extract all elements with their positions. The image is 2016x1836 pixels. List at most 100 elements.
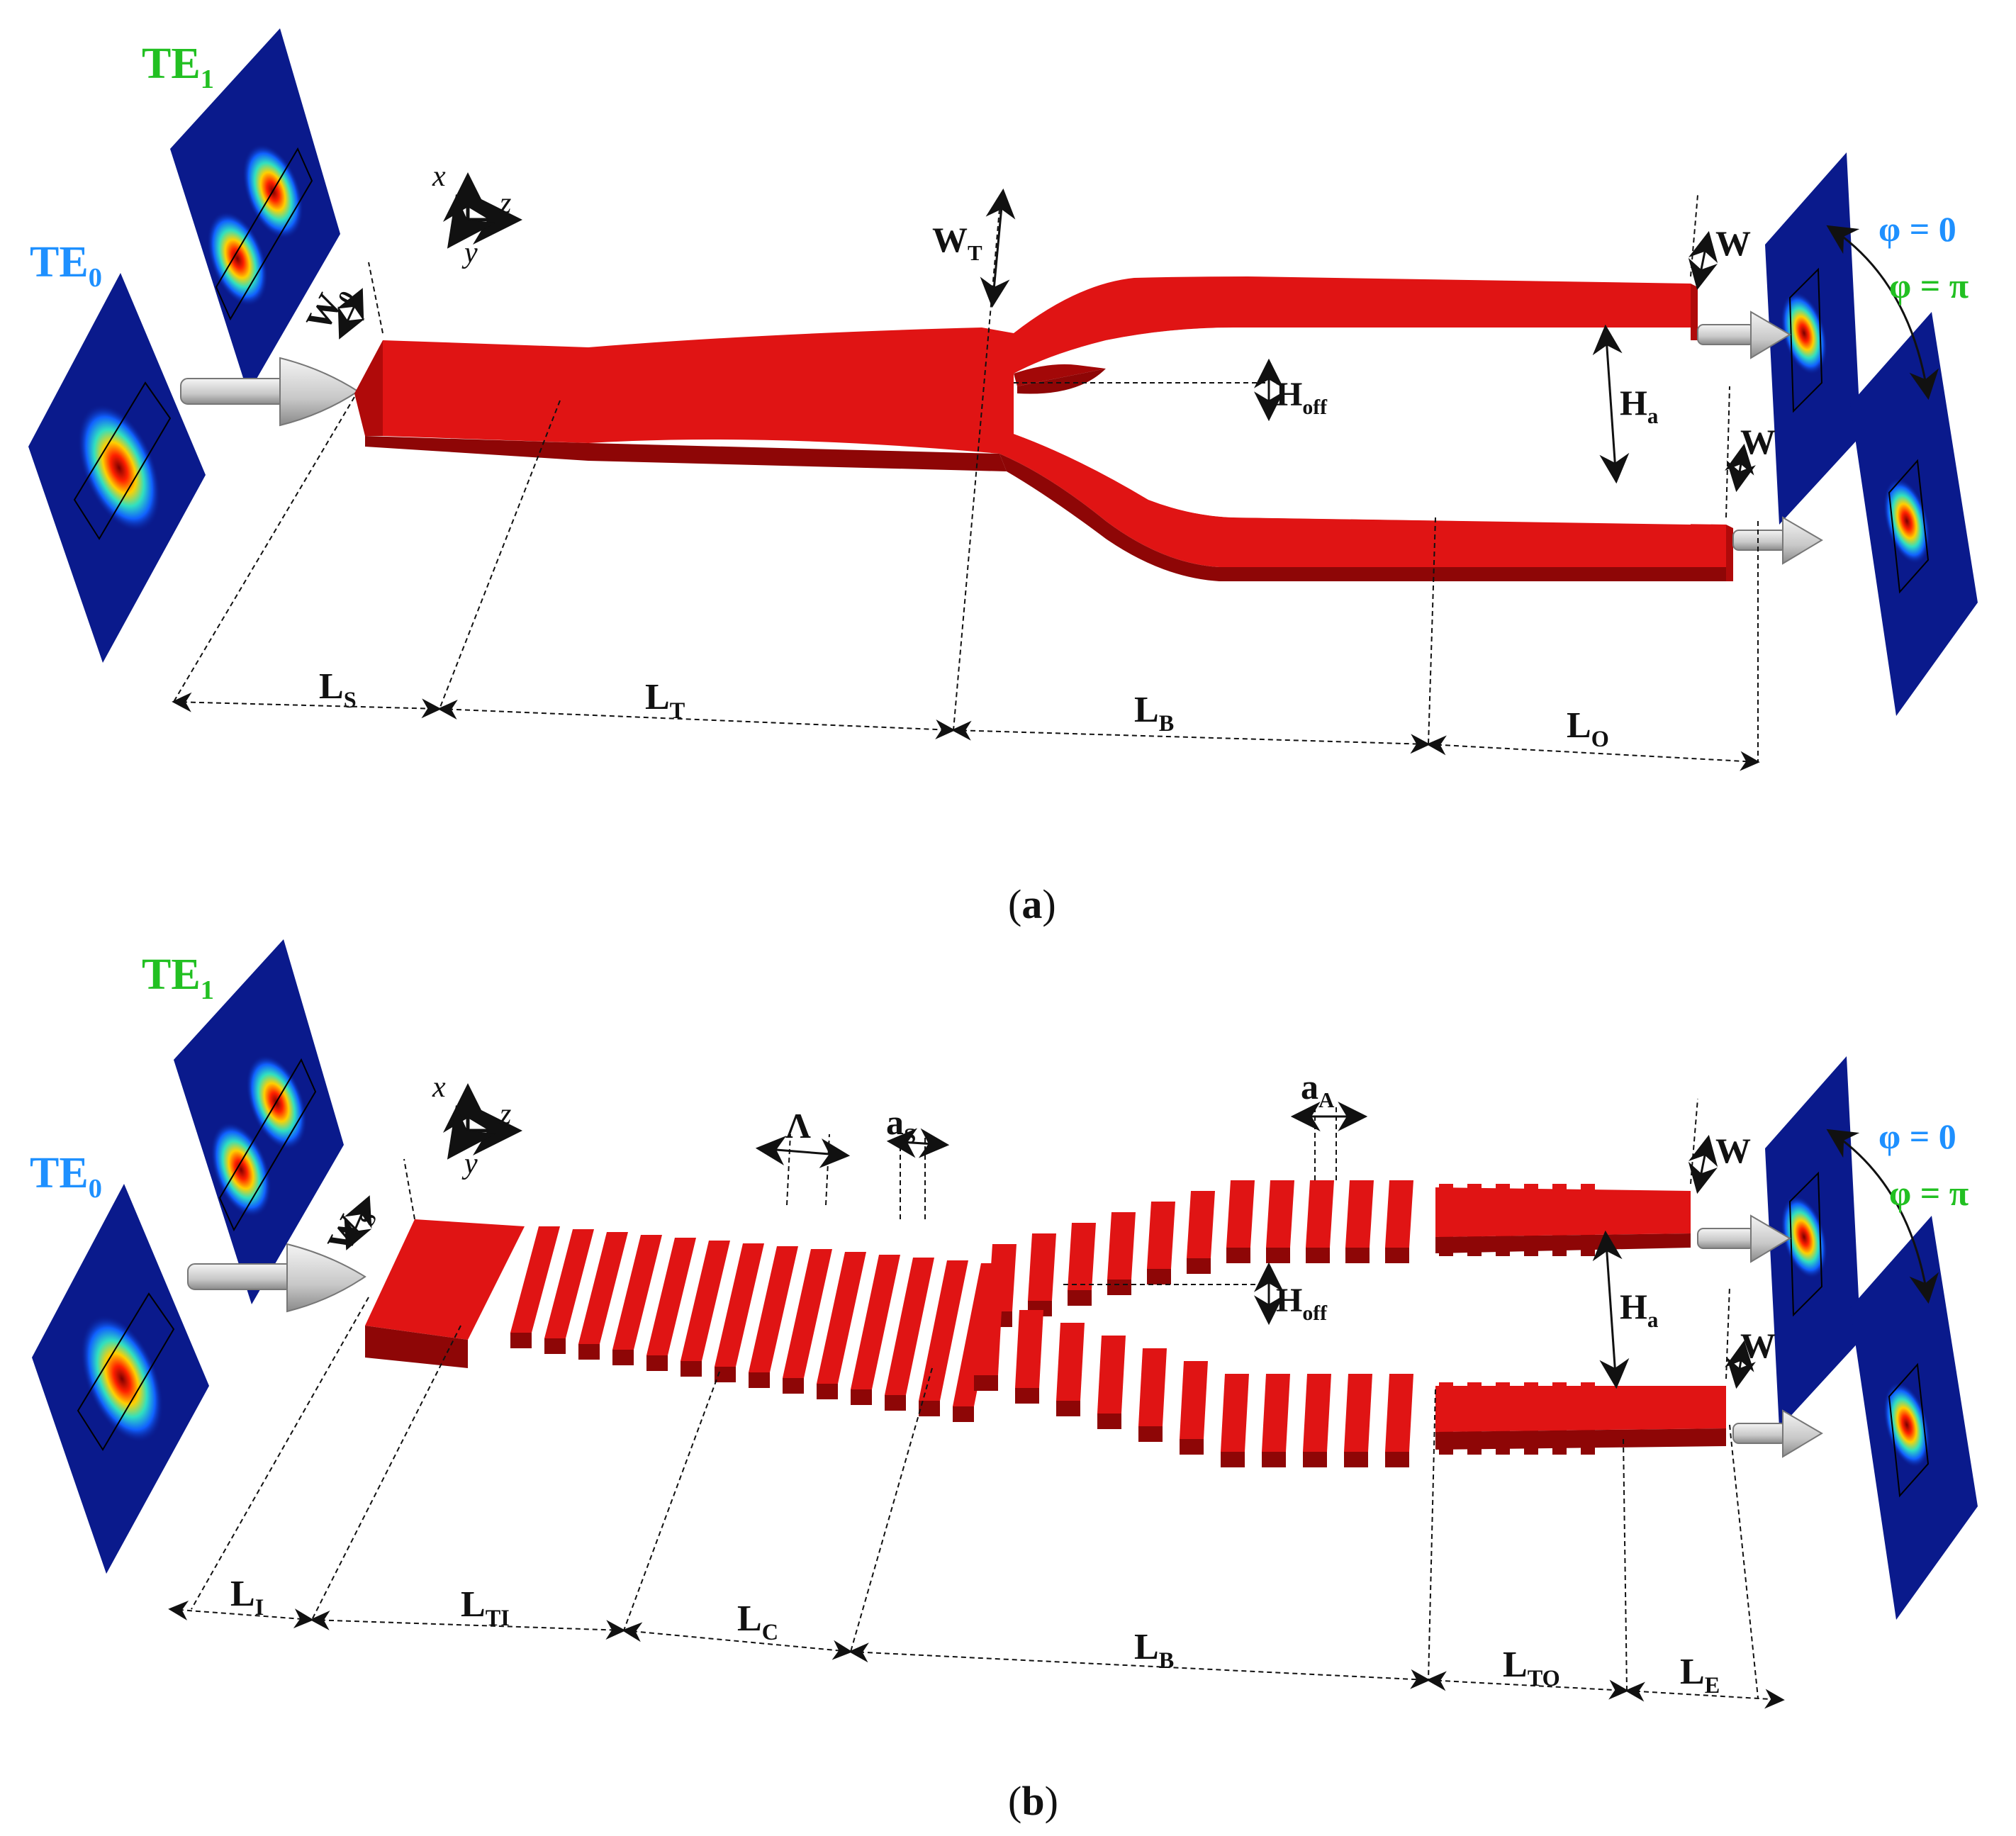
grating-segment-side (1385, 1248, 1409, 1263)
grating-segment-side (681, 1361, 702, 1377)
grating-segment-side (1303, 1452, 1327, 1467)
wt-label-a: WT (932, 220, 982, 265)
output-bottom-field-plot-a (1850, 312, 1978, 716)
grating-segment (1345, 1180, 1374, 1248)
grating-segments-a-region (510, 1180, 1595, 1467)
grating-segment (1147, 1202, 1175, 1269)
subwavelength-grating-waveguide-b (365, 1180, 1726, 1467)
hoff-label-b: Hoff (1276, 1282, 1328, 1325)
phase-zero-label-b: φ = 0 (1878, 1116, 1956, 1156)
grating-segment-side (1107, 1280, 1131, 1295)
grating-segment (612, 1235, 662, 1350)
input-arrow-b (187, 1243, 366, 1313)
grating-segment-side (1147, 1269, 1171, 1284)
width-arrows-a (337, 188, 1939, 493)
caption-a: (a) (1008, 881, 1056, 927)
length-arrows-a (172, 692, 1760, 771)
grating-segment-side (1221, 1452, 1245, 1467)
phase-pi-label-b: φ = π (1889, 1173, 1969, 1213)
length-labels-a: LS LT LB LO (319, 666, 1609, 751)
grating-segment (974, 1297, 1002, 1375)
w-bottom-label-b: W (1740, 1326, 1776, 1365)
grating-segment (1187, 1191, 1215, 1258)
grating-segment (851, 1255, 900, 1389)
grating-segment (681, 1241, 730, 1361)
grating-segment-side (1015, 1388, 1039, 1404)
te1-input-field-plot-b (174, 939, 344, 1304)
grating-segment-side (715, 1367, 736, 1382)
length-label: LTO (1503, 1645, 1560, 1691)
hoff-label-a: Hoff (1276, 376, 1328, 419)
length-label: LB (1134, 690, 1174, 736)
grating-segment (988, 1244, 1017, 1311)
grating-segment (1107, 1212, 1136, 1280)
grating-segment (1068, 1223, 1096, 1290)
grating-segment (1056, 1323, 1085, 1401)
grating-segment (1138, 1348, 1167, 1426)
te0-input-field-plot-a (28, 273, 206, 663)
panel-b: x z y (30, 939, 1978, 1824)
grating-segment (1303, 1374, 1331, 1452)
output-arrow-bottom-a (1732, 516, 1823, 565)
grating-segment (783, 1249, 832, 1378)
grating-segment (817, 1252, 866, 1384)
dimension-lines-b (191, 1098, 1759, 1698)
grating-segment (1266, 1180, 1294, 1248)
grating-segment-side (919, 1401, 940, 1416)
ha-label-a: Ha (1620, 383, 1659, 428)
grating-segment-side (1180, 1439, 1204, 1455)
grating-segment-side (646, 1355, 668, 1371)
aa-label-b: aA (1301, 1067, 1335, 1112)
length-labels-b: LI LTI LC LB LTO LE (230, 1574, 1720, 1698)
te1-input-field-plot-a (170, 28, 340, 393)
te0-label-a: TE0 (30, 238, 102, 293)
input-arrow-a (180, 357, 359, 427)
axis-z-label-b: z (499, 1098, 511, 1131)
w-top-label-b: W (1715, 1131, 1751, 1170)
grating-segment (1221, 1374, 1249, 1452)
grating-segment-side (1385, 1452, 1409, 1467)
grating-segment (1180, 1361, 1208, 1439)
grating-segment-side (1266, 1248, 1290, 1263)
grating-segment-side (1056, 1401, 1080, 1416)
w-top-label-a: W (1715, 223, 1751, 263)
phase-zero-label-a: φ = 0 (1878, 209, 1956, 249)
grating-segment (544, 1229, 594, 1338)
grating-segment (1226, 1180, 1255, 1248)
grating-segment-side (817, 1384, 838, 1399)
output-arrow-top-a (1697, 310, 1791, 359)
ws-label-b: WS (319, 1197, 381, 1260)
grating-segment-side (1097, 1414, 1121, 1429)
grating-segment-side (1187, 1258, 1211, 1274)
grating-segment (1306, 1180, 1334, 1248)
grating-segment (1385, 1180, 1413, 1248)
grating-segment-side (1138, 1426, 1163, 1442)
ha-label-b: Ha (1620, 1287, 1659, 1332)
caption-b: (b) (1008, 1778, 1058, 1824)
grating-segment-side (1344, 1452, 1368, 1467)
grating-segment-side (1306, 1248, 1330, 1263)
grating-segment (1262, 1374, 1290, 1452)
axis-y-label-a: y (461, 237, 478, 269)
grating-segment-side (1226, 1248, 1250, 1263)
grating-segment (715, 1243, 764, 1367)
output-arrow-bottom-b (1732, 1409, 1823, 1458)
grating-segment-side (749, 1372, 770, 1388)
period-lambda-label-b: Λ (785, 1106, 811, 1146)
length-label: LO (1567, 705, 1609, 751)
grating-segment-side (1345, 1248, 1370, 1263)
length-label: LS (319, 666, 357, 712)
length-label: LC (737, 1599, 778, 1645)
grating-segment-side (1262, 1452, 1286, 1467)
grating-segment-side (578, 1344, 600, 1360)
grating-segment (1028, 1233, 1056, 1301)
grating-segment (1097, 1336, 1126, 1414)
as-label-b: aS (886, 1102, 916, 1148)
w-bottom-label-a: W (1740, 422, 1776, 461)
output-arrow-top-b (1697, 1214, 1791, 1263)
grating-segment (885, 1258, 934, 1395)
y-junction-waveguide-a (354, 276, 1733, 581)
grating-segment (919, 1260, 968, 1401)
axis-y-label-b: y (461, 1148, 478, 1180)
grating-segment (510, 1226, 560, 1333)
